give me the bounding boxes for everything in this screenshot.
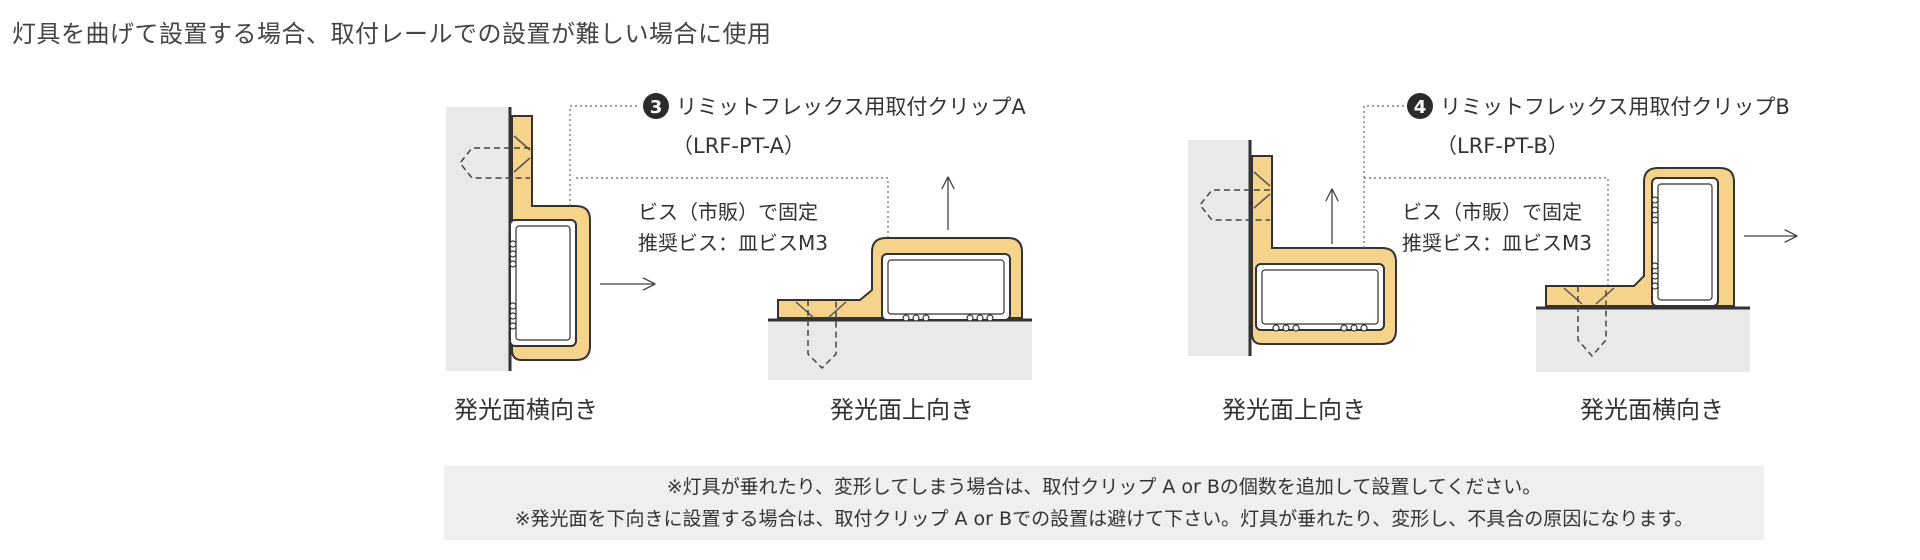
floor (768, 320, 1032, 380)
light-bar (1651, 177, 1719, 307)
caption-clip-b-up: 発光面上向き (1222, 396, 1366, 424)
clip-b-number: 4 (1414, 97, 1427, 118)
clip-b-screw-line2: 推奨ビス：皿ビスM3 (1402, 231, 1592, 255)
page-headline: 灯具を曲げて設置する場合、取付レールでの設置が難しい場合に使用 (12, 20, 772, 48)
light-bar (509, 219, 577, 347)
notes-box: ※灯具が垂れたり、変形してしまう場合は、取付クリップ A or Bの個数を追加し… (444, 466, 1764, 540)
screw-dashed (1577, 286, 1607, 358)
clip-a-code: （LRF-PT-A） (672, 134, 805, 158)
clip-b-leader-lines (1363, 105, 1609, 292)
wall (1188, 140, 1250, 356)
screw-dashed (807, 300, 837, 370)
clip-a-name: リミットフレックス用取付クリップA (676, 95, 1026, 119)
light-bar (881, 253, 1011, 321)
clip-b-number-badge (1407, 93, 1433, 119)
clip-a-number: 3 (650, 97, 663, 118)
clip-a-screw-line2: 推奨ビス：皿ビスM3 (638, 231, 828, 255)
screw-dashed (459, 147, 530, 179)
clip-a-leader-lines (569, 105, 889, 248)
clip-b-side-view (1536, 167, 1796, 372)
clip-diagram: 3 リミットフレックス用取付クリップA （LRF-PT-A） ビス（市販）で固定… (446, 93, 1920, 424)
clip-b-code: （LRF-PT-B） (1436, 134, 1569, 158)
note-line: ※発光面を下向きに設置する場合は、取付クリップ A or Bでの設置は避けて下さ… (514, 508, 1694, 530)
clip-b-up-view (1188, 140, 1397, 356)
clip-a-screw-line1: ビス（市販）で固定 (638, 200, 818, 224)
wall (446, 107, 510, 371)
caption-clip-a-up: 発光面上向き (830, 396, 974, 424)
screw-dashed (1199, 189, 1270, 221)
clip-a-side-view (446, 107, 654, 371)
clip-a-up-view (768, 178, 1032, 380)
light-bar (1255, 263, 1385, 331)
clip-a-number-badge (643, 93, 669, 119)
floor (1536, 308, 1750, 372)
clip-b-name: リミットフレックス用取付クリップB (1440, 95, 1790, 119)
caption-clip-a-side: 発光面横向き (454, 396, 598, 424)
note-line: ※灯具が垂れたり、変形してしまう場合は、取付クリップ A or Bの個数を追加し… (666, 476, 1542, 498)
caption-clip-b-side: 発光面横向き (1580, 396, 1724, 424)
clip-b-screw-line1: ビス（市販）で固定 (1402, 200, 1582, 224)
